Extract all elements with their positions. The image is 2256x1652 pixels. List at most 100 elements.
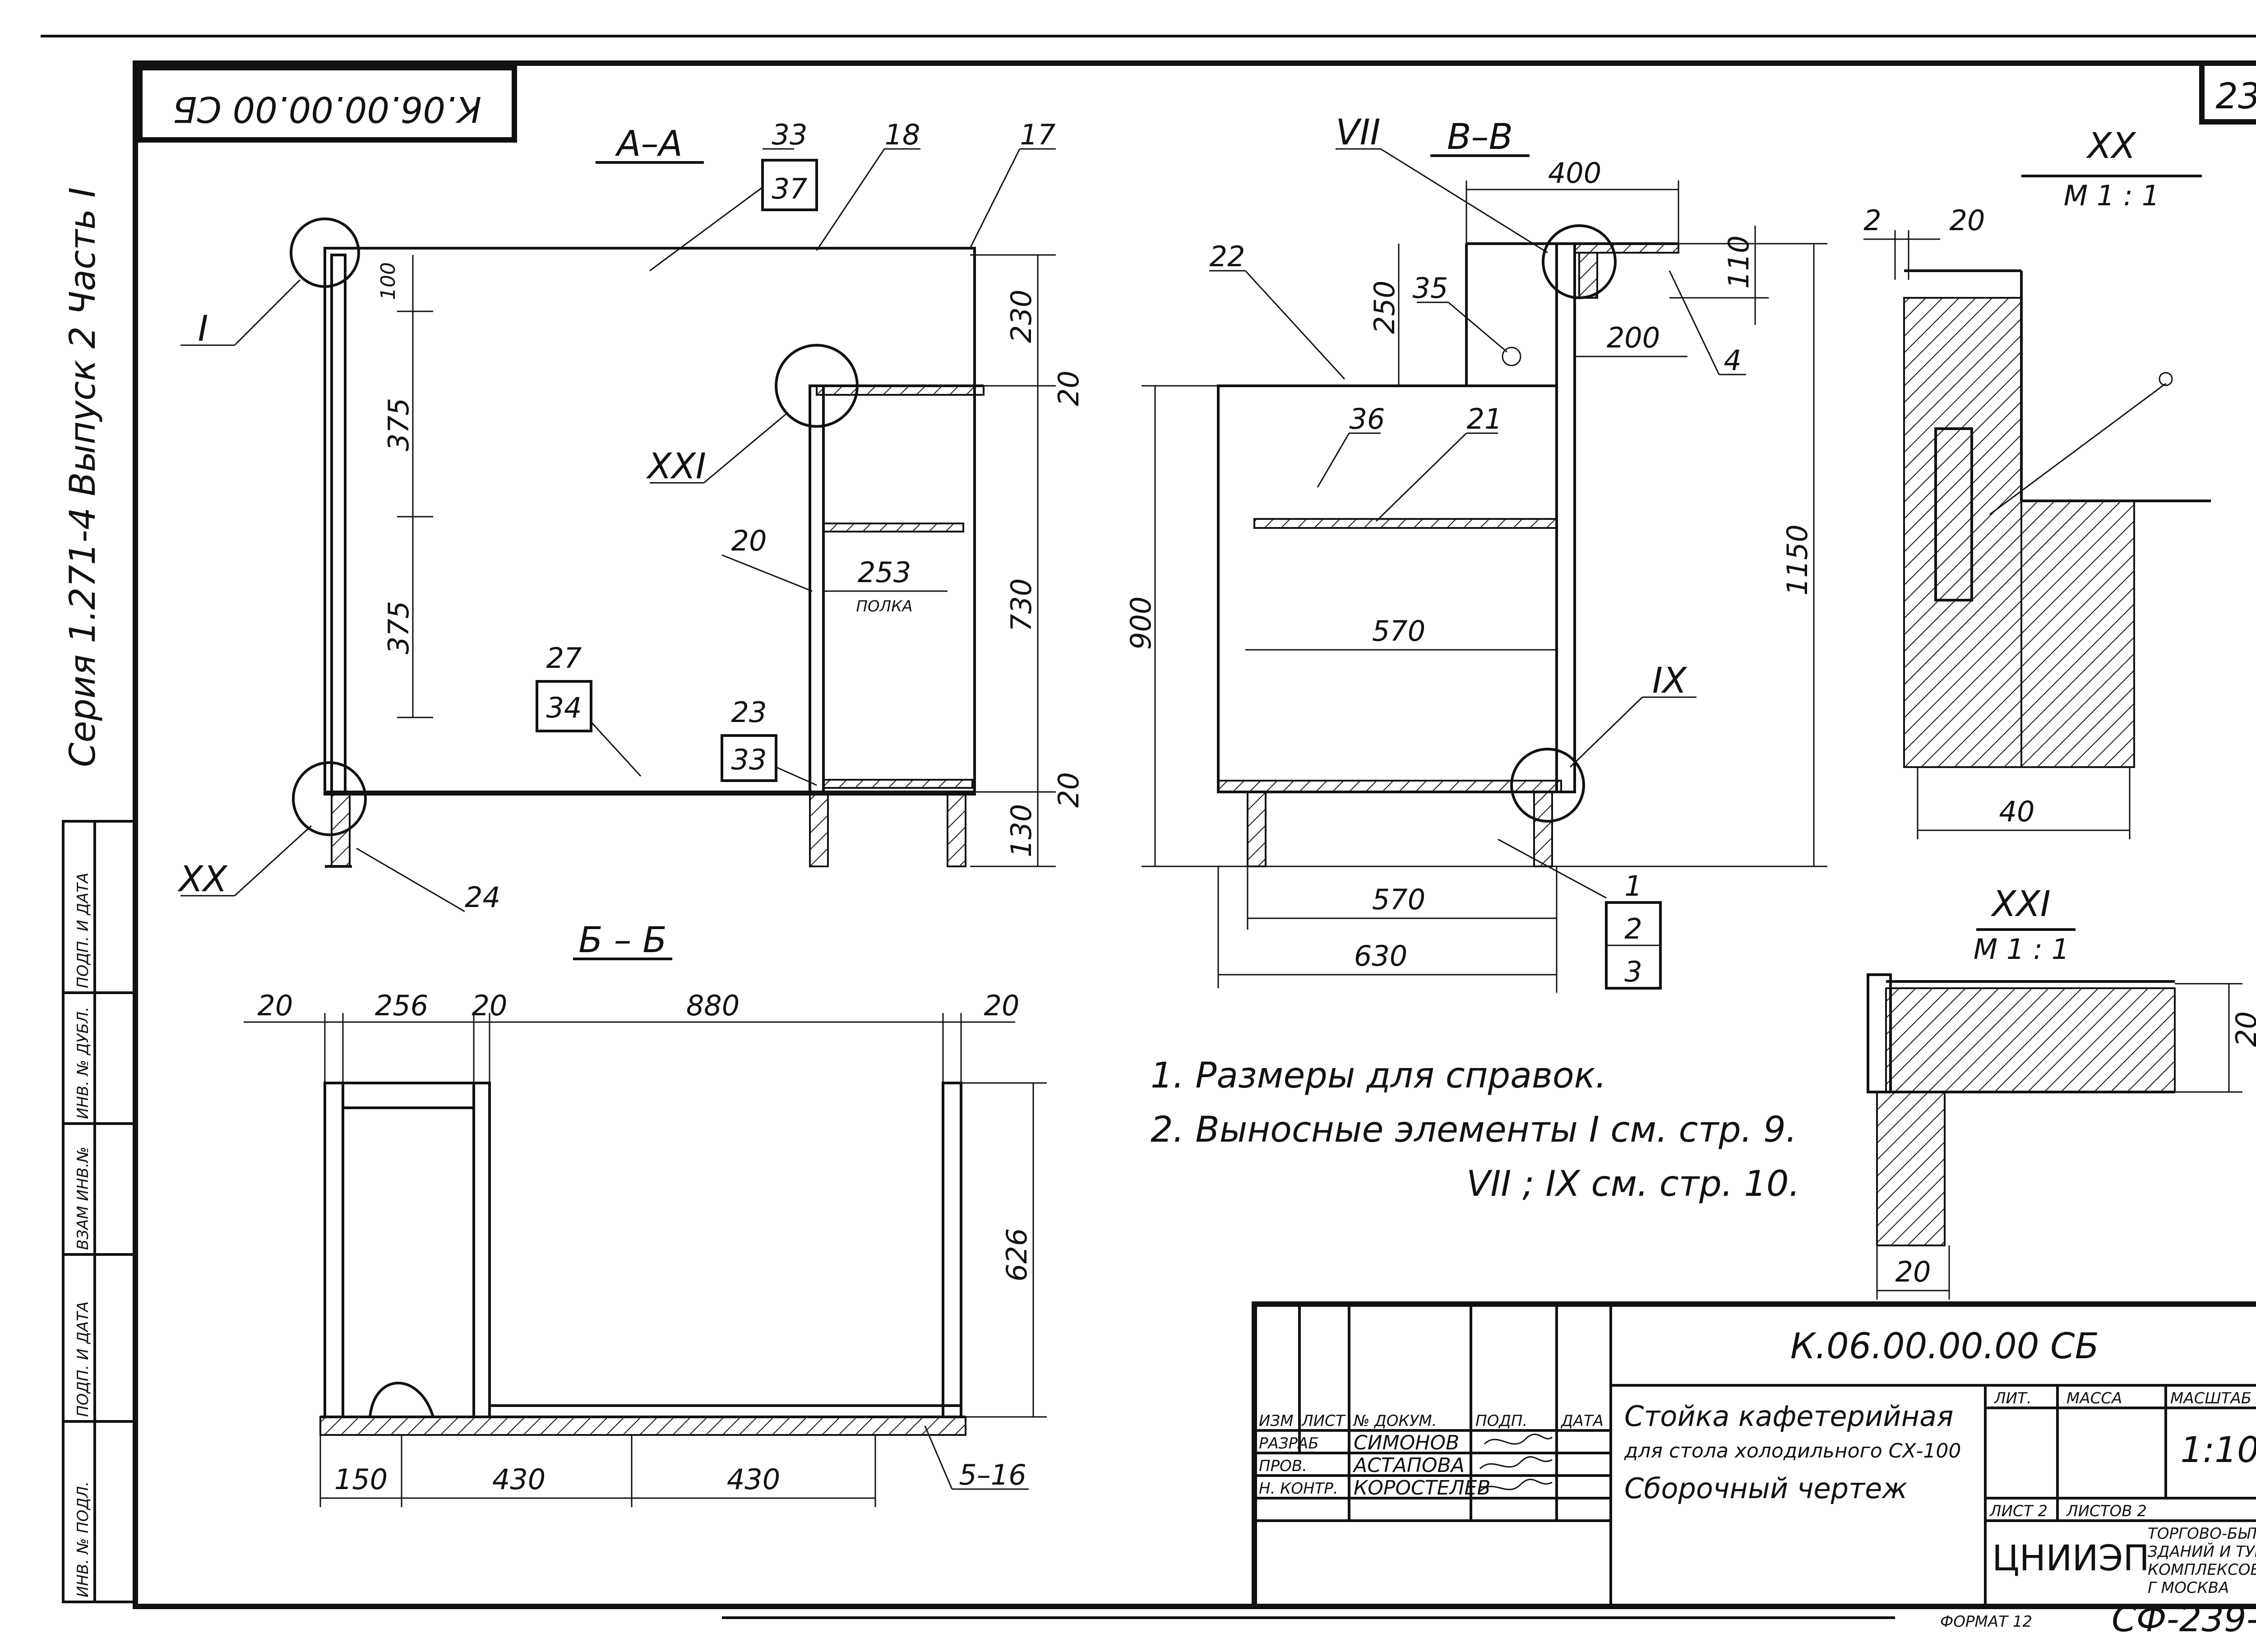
tb-org-text-1: ТОРГОВО-БЫТОВЫХ [2148, 1525, 2256, 1543]
tb-head-izm: ИЗМ [1259, 1412, 1294, 1430]
dim-b6-20-left: 20 [258, 989, 293, 1022]
dim-b6-626: 626 [1000, 1228, 1033, 1282]
tb-head-list: ЛИСТ [1301, 1412, 1346, 1430]
section-b6-title: Б – Б [578, 920, 667, 961]
tb-org-text-3: КОМПЛЕКСОВ [2148, 1561, 2256, 1579]
xxi-dimensions [1876, 983, 2242, 1300]
tb-listov: ЛИСТОВ 2 [2066, 1502, 2147, 1520]
leader-5-16 [924, 1425, 953, 1490]
dim-b6-150: 150 [334, 1463, 388, 1496]
tb-name-1: СИМОНОВ [1354, 1431, 1459, 1454]
tb-scale: 1:10 [2180, 1430, 2256, 1471]
section-aa: А–А [290, 124, 985, 868]
tb-list: ЛИСТ 2 [1989, 1502, 2048, 1520]
callout-37: 37 [772, 172, 808, 205]
dim-xxi-20-right: 20 [2230, 1011, 2256, 1047]
section-bb: В–В [1217, 117, 1679, 867]
callout-24: 24 [465, 881, 500, 914]
callout-34: 34 [546, 691, 582, 724]
callout-36: 36 [1350, 403, 1385, 435]
detail-xxi: XXI М 1 : 1 [1867, 884, 2176, 1246]
dim-xx-40: 40 [1999, 795, 2035, 828]
dim-250: 250 [1368, 281, 1401, 334]
note-1: 1. Размеры для справок. [1151, 1055, 1607, 1096]
detail-xx-scale: М 1 : 1 [2064, 179, 2159, 212]
dim-b6-20-right: 20 [984, 989, 1020, 1022]
section-aa-title: А–А [615, 124, 683, 164]
side-stamp [62, 820, 137, 1603]
dim-xx-20: 20 [1950, 204, 1985, 237]
bb-dimensions [1142, 180, 1827, 993]
signature-simonov [1484, 1434, 1553, 1445]
callout-3: 3 [1624, 955, 1642, 988]
dim-b6-880: 880 [686, 989, 740, 1022]
callout-35: 35 [1413, 272, 1448, 305]
callout-33-bottom: 33 [731, 743, 767, 776]
side-stamp-inv-podl: ИНВ. № ПОДЛ. [74, 1481, 92, 1597]
dim-xxi-20-bottom: 20 [1895, 1255, 1931, 1288]
title-name-3: Сборочный чертеж [1624, 1472, 1907, 1505]
callout-27: 27 [546, 642, 582, 675]
section-bb-title: В–В [1447, 117, 1513, 157]
dim-110: 110 [1722, 236, 1755, 289]
dim-630: 630 [1354, 939, 1407, 972]
section-b6: Б – Б [319, 920, 966, 1436]
detail-xx-title: XX [2086, 126, 2136, 167]
note-3: VII ; IX см. стр. 10. [1466, 1164, 1800, 1204]
dim-polka: ПОЛКА [856, 597, 912, 615]
tb-format: ФОРМАТ 12 [1940, 1613, 2032, 1631]
detail-xxi-title: XXI [1990, 884, 2051, 925]
tb-head-data: ДАТА [1560, 1412, 1604, 1430]
dim-730: 730 [1005, 578, 1038, 632]
callout-IX: IX [1652, 661, 1687, 701]
signature-korostelev [1479, 1479, 1553, 1492]
side-series-text: Серия 1.271-4 Выпуск 2 Часть I [63, 187, 103, 767]
detail-xx: XX М 1 : 1 [1903, 126, 2211, 768]
callout-17: 17 [1020, 118, 1056, 151]
callout-23: 23 [731, 696, 767, 729]
dim-b6-20-mid: 20 [472, 989, 508, 1022]
callout-20: 20 [731, 524, 767, 557]
title-code: К.06.00.00.00 СБ [1790, 1326, 2099, 1367]
side-stamp-podp-data-2: ПОДП. И ДАТА [74, 873, 92, 988]
dim-570-legs: 570 [1372, 883, 1425, 916]
dim-20-a: 20 [1052, 370, 1085, 406]
title-name-2: для стола холодильного СХ-100 [1624, 1439, 1961, 1462]
bb-leaders [1209, 148, 1746, 990]
aa-dimensions [397, 254, 1056, 867]
side-stamp-podp-data-1: ПОДП. И ДАТА [74, 1301, 92, 1417]
dim-20-b: 20 [1052, 772, 1085, 808]
title-name-1: Стойка кафетерийная [1624, 1400, 1953, 1433]
dim-100: 100 [377, 262, 400, 300]
dim-375-top: 375 [382, 398, 415, 451]
side-stamp-vzam: ВЗАМ ИНВ.№ [74, 1147, 92, 1250]
tb-org-text-2: ЗДАНИЙ И ТУРИСТСКИХ [2148, 1542, 2256, 1561]
dim-230: 230 [1005, 290, 1038, 343]
tb-role-3: Н. КОНТР. [1259, 1480, 1338, 1498]
signature-astapova [1479, 1456, 1553, 1470]
tb-role-2: ПРОВ. [1259, 1457, 1307, 1475]
dim-1150: 1150 [1781, 524, 1814, 596]
stamp-code-top: К.06.00.00.00 СБ [173, 88, 481, 129]
dim-b6-430-b: 430 [727, 1463, 780, 1496]
dim-b6-430-a: 430 [492, 1463, 546, 1496]
dim-130: 130 [1005, 804, 1038, 857]
tb-org-logo: ЦНИИЭП [1992, 1538, 2150, 1579]
tb-org-text-4: Г МОСКВА [2148, 1579, 2229, 1597]
title-block [1252, 1301, 2256, 1609]
dim-b6-256: 256 [375, 989, 428, 1022]
callout-VII: VII [1336, 112, 1380, 153]
side-stamp-inv-dubl: ИНВ. № ДУБЛ. [74, 1007, 92, 1119]
callout-21: 21 [1467, 403, 1502, 435]
aa-leaders [180, 148, 1056, 912]
b6-dimensions [244, 1013, 1047, 1507]
tb-sheet-code: СФ-239-С [2112, 1599, 2256, 1640]
tb-name-2: АСТАПОВА [1352, 1454, 1465, 1477]
tb-masshtab: МАСШТАБ [2170, 1389, 2251, 1407]
detail-xxi-scale: М 1 : 1 [1974, 933, 2069, 966]
callout-5-16: 5–16 [959, 1458, 1026, 1491]
dim-375-bottom: 375 [382, 601, 415, 654]
tb-head-doc: № ДОКУМ. [1353, 1412, 1437, 1430]
dim-400: 400 [1548, 157, 1601, 190]
